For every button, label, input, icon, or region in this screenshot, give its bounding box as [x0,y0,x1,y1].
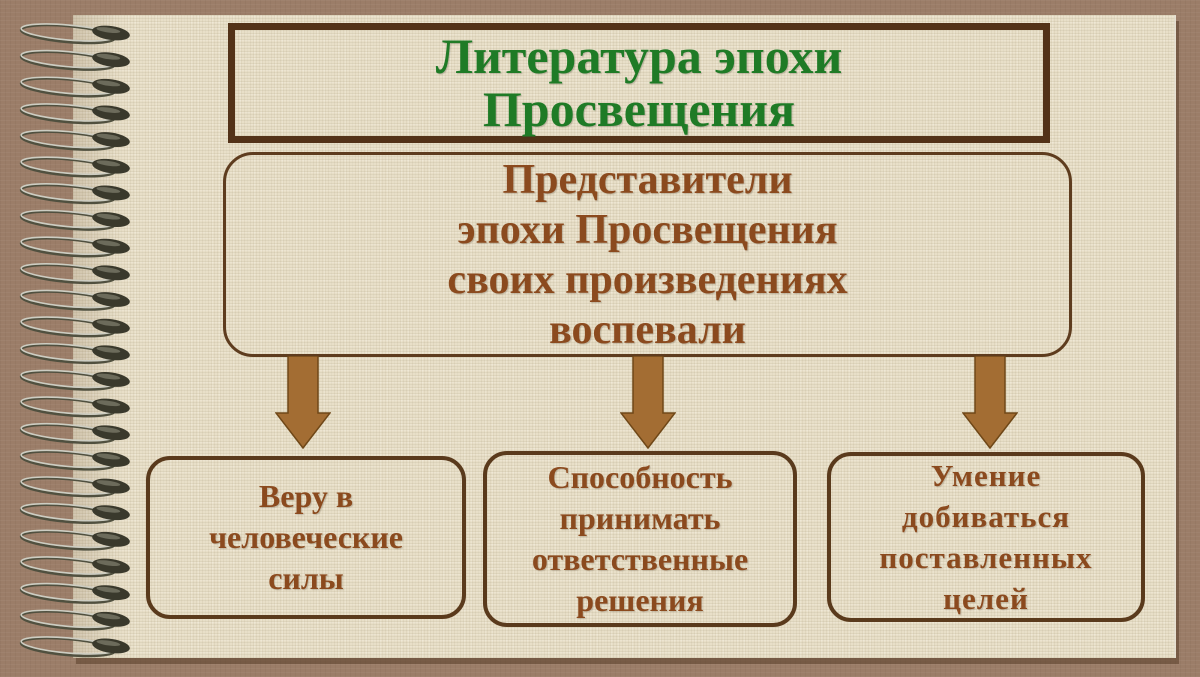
branch-2-line-2: принимать [559,500,721,536]
main-box-line-1: Представители [502,156,793,203]
branch-3-line-3: поставленных [879,540,1093,575]
branch-1-line-3: силы [268,560,344,596]
branch-box-decisions: Способность принимать ответственные реше… [483,451,797,627]
branch-2-line-3: ответственные [531,541,749,577]
branch-box-faith: Веру в человеческие силы [146,456,466,619]
spiral-binding-icon [19,23,130,658]
branch-1-line-2: человеческие [208,519,403,555]
main-statement-box: Представители эпохи Просвещения своих пр… [223,152,1072,357]
down-arrow-icon [275,356,331,450]
branch-3-line-1: Умение [930,458,1042,493]
branch-2-line-1: Способность [547,459,733,495]
branch-3-line-4: целей [943,581,1029,616]
title-box: Литература эпохи Просвещения [228,23,1050,143]
branch-2-line-4: решения [576,582,704,618]
branch-1-line-1: Веру в [258,478,354,514]
branch-box-goals: Умение добиваться поставленных целей [827,452,1145,622]
slide-title-line-2: Просвещения [482,81,796,137]
main-box-line-2: эпохи Просвещения [457,206,838,253]
notebook-page [73,15,1176,658]
branch-3-line-2: добиваться [901,499,1071,534]
down-arrow-icon [620,356,676,450]
slide-title-line-1: Литература эпохи [435,28,843,84]
down-arrow-icon [962,356,1018,450]
main-box-line-3: своих произведениях [447,256,848,303]
main-box-line-4: воспевали [549,306,746,353]
